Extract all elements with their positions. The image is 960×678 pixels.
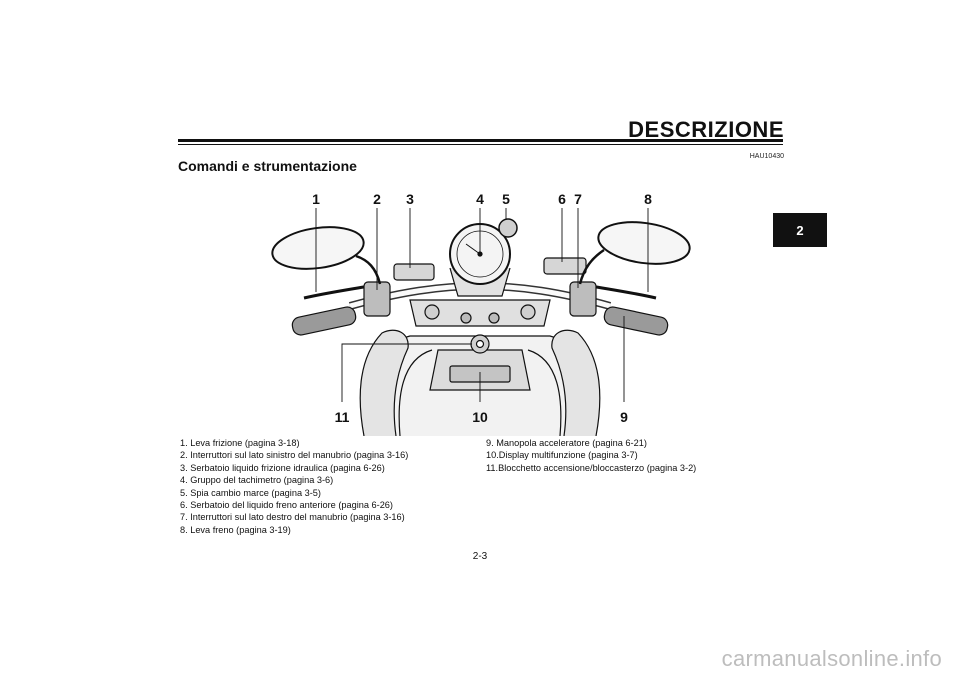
left-knee-pad bbox=[359, 329, 409, 436]
legend-item: 7. Interruttori sul lato destro del manu… bbox=[180, 512, 405, 523]
left-grip bbox=[291, 306, 357, 336]
callout-4: 4 bbox=[476, 191, 484, 207]
handlebar-illustration: 1 2 3 4 5 6 7 8 9 10 11 bbox=[260, 188, 700, 436]
right-knee-pad bbox=[551, 329, 601, 436]
callout-3: 3 bbox=[406, 191, 414, 207]
header-rule-thin bbox=[178, 144, 783, 145]
legend-item: 5. Spia cambio marce (pagina 3-5) bbox=[180, 487, 321, 498]
callout-1: 1 bbox=[312, 191, 320, 207]
legend-item: 8. Leva freno (pagina 3-19) bbox=[180, 524, 291, 535]
page-subtitle: Comandi e strumentazione bbox=[178, 158, 357, 174]
callout-10: 10 bbox=[472, 409, 488, 425]
throttle-grip bbox=[603, 306, 669, 336]
legend-item: 2. Interruttori sul lato sinistro del ma… bbox=[180, 450, 409, 461]
clutch-reservoir bbox=[393, 263, 435, 281]
legend-item: 9. Manopola acceleratore (pagina 6-21) bbox=[486, 438, 647, 448]
triple-clamp bbox=[409, 299, 551, 327]
legend-right-column: 9. Manopola acceleratore (pagina 6-21) 1… bbox=[486, 437, 696, 474]
callout-5: 5 bbox=[502, 191, 510, 207]
left-mirror bbox=[271, 226, 365, 270]
shift-indicator bbox=[498, 218, 518, 238]
section-title: DESCRIZIONE bbox=[628, 117, 784, 142]
legend-item: 10.Display multifunzione (pagina 3-7) bbox=[486, 450, 638, 461]
legend-left-column: 1. Leva frizione (pagina 3-18) 2. Interr… bbox=[180, 437, 408, 536]
page-number: 2-3 bbox=[472, 551, 488, 562]
right-mirror bbox=[597, 221, 691, 265]
header-rule-thick bbox=[178, 139, 783, 142]
legend-item: 6. Serbatoio del liquido freno anteriore… bbox=[180, 500, 393, 511]
legend-item: 1. Leva frizione (pagina 3-18) bbox=[180, 438, 300, 448]
legend-item: 11.Blocchetto accensione/bloccasterzo (p… bbox=[486, 462, 697, 473]
callout-8: 8 bbox=[644, 191, 652, 207]
callout-7: 7 bbox=[574, 191, 582, 207]
callout-11: 11 bbox=[335, 409, 350, 425]
callout-2: 2 bbox=[373, 191, 381, 207]
brake-reservoir bbox=[543, 257, 587, 275]
chapter-tab: 2 bbox=[773, 213, 827, 247]
legend-item: 3. Serbatoio liquido frizione idraulica … bbox=[180, 462, 385, 473]
watermark: carmanualsonline.info bbox=[721, 646, 942, 671]
callout-9: 9 bbox=[620, 409, 628, 425]
callout-6: 6 bbox=[558, 191, 566, 207]
right-switch-housing bbox=[569, 281, 597, 317]
legend-item: 4. Gruppo del tachimetro (pagina 3-6) bbox=[180, 475, 334, 486]
doc-code: HAU10430 bbox=[749, 153, 784, 160]
